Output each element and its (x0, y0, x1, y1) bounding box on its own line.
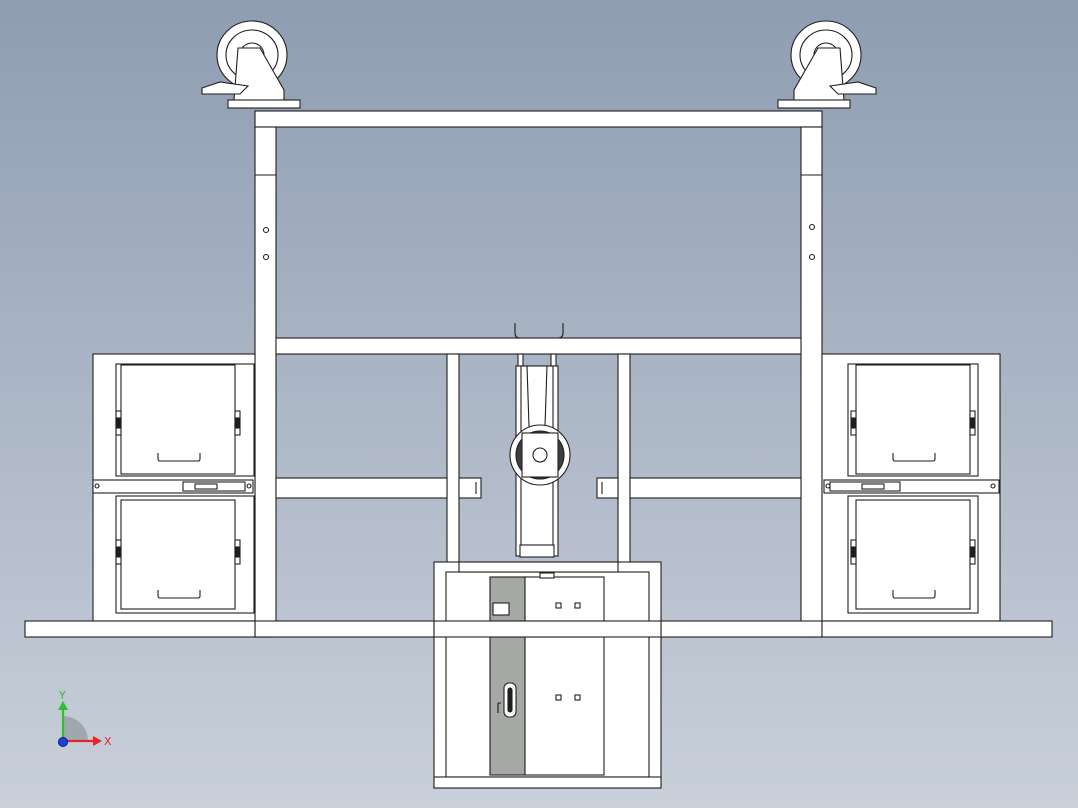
lift-top-cap (517, 353, 524, 367)
drawer-handle-icon[interactable] (157, 590, 201, 599)
door-rivet (574, 694, 581, 701)
cabinet-door-lower[interactable] (524, 636, 605, 776)
slide-rivet (990, 483, 996, 489)
door-lock-icon[interactable] (492, 602, 510, 616)
hinge-slot (851, 546, 856, 558)
caster-plate (777, 99, 851, 109)
y-axis-label: Y (58, 689, 66, 702)
bolt-hole (808, 253, 816, 261)
drawer-handle-icon[interactable] (892, 590, 936, 599)
door-rivet (555, 694, 562, 701)
lower-crossbeam-overlap (433, 620, 662, 638)
slide-carriage (194, 483, 218, 490)
drawer-top-right[interactable] (850, 364, 976, 475)
upper-bracket[interactable] (514, 323, 564, 339)
cabinet-door-upper[interactable] (524, 576, 605, 622)
x-axis-arrowhead (93, 736, 102, 746)
drawer-handle-icon[interactable] (157, 453, 201, 462)
drawer-handle-icon[interactable] (892, 453, 936, 462)
left-cabinet[interactable] (24, 353, 256, 638)
top-rail[interactable] (254, 110, 823, 128)
y-axis-arrowhead (58, 701, 68, 710)
pulley-axle (532, 447, 548, 463)
bolt-hole (262, 253, 270, 261)
drawer-front[interactable] (120, 364, 236, 475)
right-base-plate[interactable] (821, 620, 1053, 638)
hinge-slot (116, 417, 121, 429)
lock-keyway (507, 687, 513, 713)
coordinate-triad[interactable]: X Y (58, 689, 112, 748)
drawer-front[interactable] (855, 364, 971, 475)
caster-right[interactable] (777, 20, 877, 109)
caster-brake (201, 81, 250, 95)
left-base-plate[interactable] (24, 620, 256, 638)
drawer-front[interactable] (120, 499, 236, 610)
mid-rail-stub-right[interactable] (596, 477, 619, 499)
drawer-top-left[interactable] (115, 364, 241, 475)
caster-brake (828, 81, 877, 95)
caster-left[interactable] (201, 20, 301, 109)
drawer-bottom-left[interactable] (115, 499, 241, 610)
drawer-front[interactable] (855, 499, 971, 610)
slide-rivet (246, 483, 252, 489)
upper-crossbeam[interactable] (275, 337, 802, 355)
door-rivet (555, 602, 562, 609)
hinge-slot (235, 546, 240, 558)
mid-rail-stub-left[interactable] (458, 477, 482, 499)
lift-top-cap (550, 353, 557, 367)
right-post[interactable] (800, 126, 823, 638)
slide-carriage (861, 483, 885, 490)
lower-cabinet-shelf (458, 561, 619, 573)
bolt-hole (808, 223, 816, 231)
hinge-slot (116, 546, 121, 558)
lift-foot (519, 544, 555, 558)
left-post[interactable] (254, 126, 277, 638)
mid-rail-left[interactable] (275, 477, 448, 499)
hinge-slot (235, 417, 240, 429)
drawer-bottom-right[interactable] (850, 499, 976, 610)
hinge-slot (851, 417, 856, 429)
lift-mechanism[interactable] (509, 353, 571, 558)
lock-pin (497, 702, 501, 713)
hinge-slot (970, 546, 975, 558)
lower-cabinet-shelf-bottom (433, 776, 662, 789)
door-rivet (574, 602, 581, 609)
x-axis-label: X (104, 735, 112, 748)
mid-rail-right[interactable] (629, 477, 802, 499)
caster-plate (227, 99, 301, 109)
bolt-hole (262, 226, 270, 234)
stub-notch (475, 482, 603, 494)
slide-rivet (825, 483, 831, 489)
door-latch (539, 572, 555, 579)
slide-rivet (94, 483, 100, 489)
lower-cabinet[interactable] (433, 561, 662, 789)
right-cabinet[interactable] (821, 353, 1053, 638)
z-axis-origin (58, 737, 68, 747)
triad-xy-plane (63, 716, 88, 741)
hinge-slot (970, 417, 975, 429)
